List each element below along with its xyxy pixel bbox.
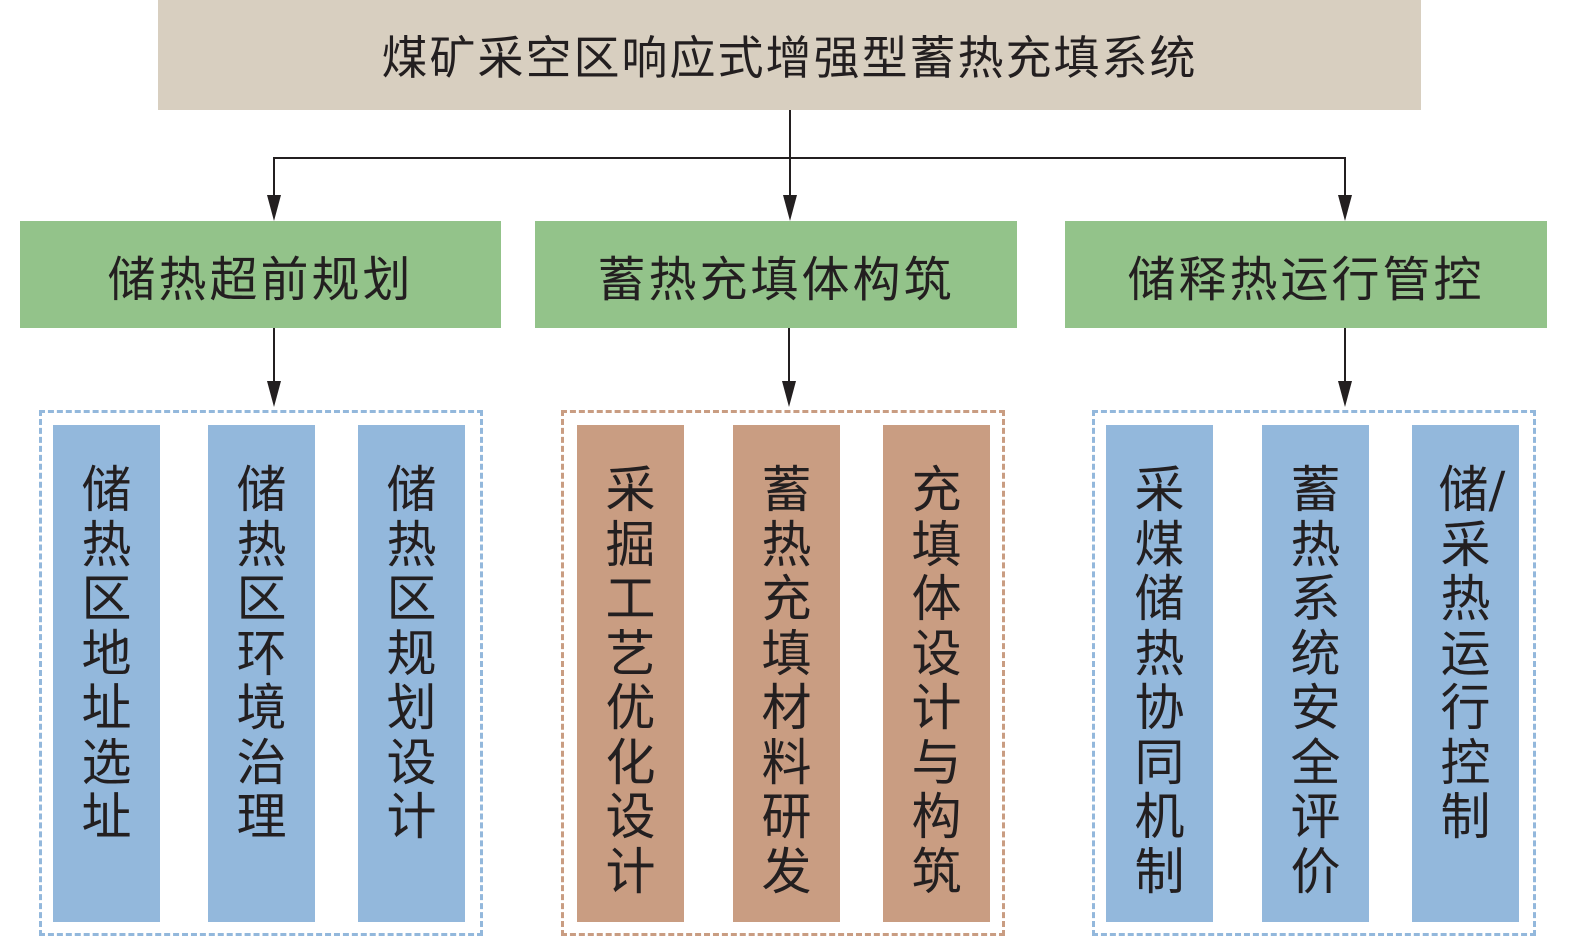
arrow-down-icon (267, 381, 281, 407)
item-label: 蓄热充填材料研发 (761, 461, 812, 901)
arrow-down-icon (1338, 195, 1352, 221)
connector-operation (1344, 328, 1346, 383)
branch-planning: 储热超前规划 (20, 221, 501, 328)
item-label: 储热区地址选址 (81, 461, 132, 846)
arrow-down-icon (782, 381, 796, 407)
item-material-rd: 蓄热充填材料研发 (733, 425, 840, 922)
system-title: 煤矿采空区响应式增强型蓄热充填系统 (158, 0, 1421, 110)
connector-right (1344, 157, 1346, 197)
item-label: 蓄热系统安全评价 (1290, 461, 1341, 901)
group-construction (561, 410, 1005, 936)
branch-construction: 蓄热充填体构筑 (535, 221, 1017, 328)
connector-center (789, 157, 791, 197)
group-planning (39, 410, 483, 936)
arrow-down-icon (783, 195, 797, 221)
item-coordination: 采煤储热协同机制 (1106, 425, 1213, 922)
item-site-selection: 储热区地址选址 (53, 425, 160, 922)
connector-planning (273, 328, 275, 383)
item-label: 储热区环境治理 (236, 461, 287, 846)
connector-construction (788, 328, 790, 383)
connector-left (273, 157, 275, 197)
arrow-down-icon (1338, 381, 1352, 407)
item-planning-design: 储热区规划设计 (358, 425, 465, 922)
connector-horizontal (273, 157, 1346, 159)
arrow-down-icon (267, 195, 281, 221)
item-label: 储/采热运行控制 (1438, 461, 1506, 846)
item-mining-optimization: 采掘工艺优化设计 (577, 425, 684, 922)
item-label: 采煤储热协同机制 (1134, 461, 1185, 901)
item-label: 储热区规划设计 (386, 461, 437, 846)
group-operation (1092, 410, 1536, 936)
item-label: 充填体设计与构筑 (911, 461, 962, 901)
item-label: 采掘工艺优化设计 (605, 461, 656, 901)
item-safety-evaluation: 蓄热系统安全评价 (1262, 425, 1369, 922)
item-operation-control: 储/采热运行控制 (1412, 425, 1519, 922)
connector-trunk (789, 110, 791, 159)
item-environment: 储热区环境治理 (208, 425, 315, 922)
branch-operation: 储释热运行管控 (1065, 221, 1547, 328)
item-fill-design: 充填体设计与构筑 (883, 425, 990, 922)
